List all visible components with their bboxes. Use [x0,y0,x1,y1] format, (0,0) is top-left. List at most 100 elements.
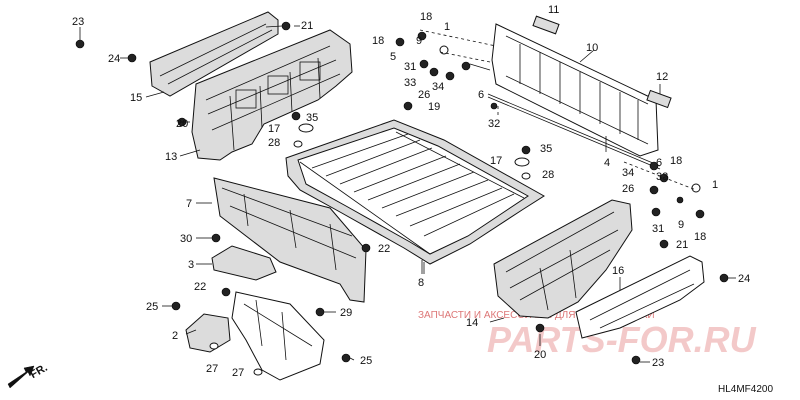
bolt-30-icon [211,233,221,243]
callout-2: 2 [172,330,178,342]
bolt-34b-icon [649,161,659,171]
callout-9: 9 [416,35,422,47]
right-side-panel [493,199,705,339]
bolt-18d-icon [695,209,705,219]
grommet-17-icon [298,123,314,133]
callout-12: 12 [656,71,668,83]
bolt-22b-icon [221,287,231,297]
callout-29: 29 [340,307,352,319]
left-rail-assembly [149,11,353,161]
clip-28b-icon [521,172,531,180]
callout-21: 21 [301,20,313,32]
bolt-21b-icon [659,239,669,249]
callout-21-b: 21 [676,239,688,251]
front-label: FR. [28,362,49,381]
callout-13: 13 [165,151,177,163]
callout-6: 6 [478,89,484,101]
callout-19: 19 [428,101,440,113]
callout-24: 24 [108,53,120,65]
washer-1b-icon [691,183,701,193]
part-12-latch [646,89,672,109]
bolt-24-icon [127,53,137,63]
callout-20-b: 20 [534,349,546,361]
front-direction-indicator: FR. [7,362,50,389]
bolt-18-icon [395,37,405,47]
callout-33-b: 33 [656,171,668,183]
bolt-22-icon [361,243,371,253]
callout-27: 27 [206,363,218,375]
callout-26: 26 [418,89,430,101]
callout-28-b: 28 [542,169,554,181]
bolt-21-icon [281,21,291,31]
callout-9-b: 9 [678,219,684,231]
callout-17: 17 [268,123,280,135]
callouts: 23 24 15 21 20 13 35 17 28 19 18 18 9 1 … [72,4,750,379]
callout-22: 22 [378,243,390,255]
callout-1: 1 [444,21,450,33]
callout-10: 10 [586,42,598,54]
callout-11: 11 [548,4,559,16]
callout-16: 16 [612,265,624,277]
bolt-33b-icon [659,173,669,183]
callout-14: 14 [466,317,478,329]
leader-lines [79,25,736,363]
callout-25: 25 [146,301,158,313]
callout-23-b: 23 [652,357,664,369]
callout-34: 34 [432,81,444,93]
callout-15: 15 [130,92,142,104]
bolt-19-icon [403,101,413,111]
tailgate-rods [469,63,661,170]
bolt-35b-icon [521,145,531,155]
clip-27-icon [209,342,219,350]
part-8-cargo-bed [285,119,545,265]
bolt-34-icon [461,61,471,71]
callout-4: 4 [604,157,610,169]
bolt-25-icon [171,301,181,311]
part-7-lower-rail [213,177,367,303]
callout-3: 3 [188,259,194,271]
callout-27-b: 27 [232,367,244,379]
callout-35: 35 [306,112,318,124]
callout-18-d: 18 [694,231,706,243]
callout-23: 23 [72,16,84,28]
callout-18: 18 [420,11,432,23]
callout-30: 30 [180,233,192,245]
callout-6-b: 6 [656,157,662,169]
bolt-26b-icon [649,185,659,195]
bolt-25b-icon [341,353,351,363]
bolt-26-icon [445,71,455,81]
part-3-bracket [211,245,277,281]
bolt-29-icon [315,307,325,317]
bolt-32-icon [490,102,498,110]
diagram-code: HL4MF4200 [718,384,773,395]
callout-18-b: 18 [372,35,384,47]
grommet-17b-icon [514,157,530,167]
callout-31: 31 [404,61,416,73]
callout-17-b: 17 [490,155,502,167]
part-10-tailgate [491,15,672,157]
callout-28: 28 [268,137,280,149]
callout-5: 5 [390,51,396,63]
callout-34-b: 34 [622,167,634,179]
part-16-cover [575,255,705,339]
callout-31-b: 31 [652,223,664,235]
front-arrow-icon [7,365,35,389]
clip-27b-icon [253,368,263,376]
callout-18-c: 18 [670,155,682,167]
bolt-23-icon [75,39,85,49]
part-2-lower-guard [185,291,325,381]
part-15-rail [149,11,279,97]
bolt-24b-icon [719,273,729,283]
bolt-9b-icon [676,196,684,204]
bolt-23b-icon [631,355,641,365]
bolt-31b-icon [651,207,661,217]
callout-33: 33 [404,77,416,89]
assembly-lines [419,29,697,191]
callout-22-b: 22 [194,281,206,293]
bolt-35-icon [291,111,301,121]
bolt-18b-icon [417,31,427,41]
callout-26-b: 26 [622,183,634,195]
callout-24-b: 24 [738,273,750,285]
callout-20: 20 [176,118,188,130]
